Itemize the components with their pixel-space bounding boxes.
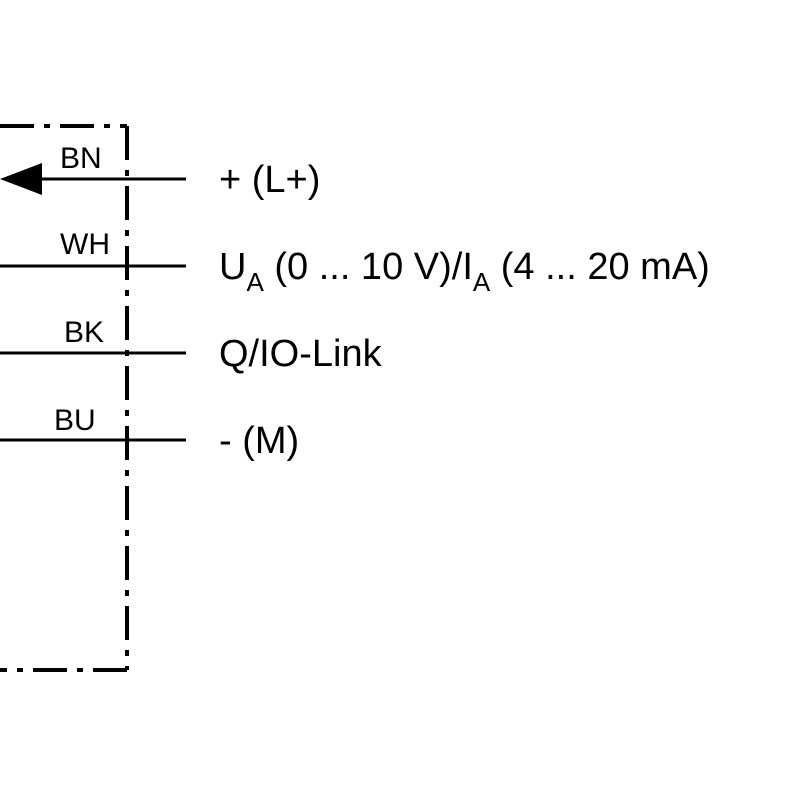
wire-bk: BK Q/IO-Link <box>0 316 383 375</box>
signal-label-analog-output: UA (0 ... 10 V)/IA (4 ... 20 mA) <box>219 246 710 297</box>
wire-wh: WH UA (0 ... 10 V)/IA (4 ... 20 mA) <box>0 228 710 297</box>
signal-part-i-subscript: A <box>473 267 491 297</box>
signal-part-current-range: (4 ... 20 mA) <box>490 246 710 288</box>
signal-label-supply-positive: + (L+) <box>219 159 320 201</box>
wire-code-bk: BK <box>64 316 104 349</box>
wire-code-bu: BU <box>54 404 96 437</box>
left-arrow-icon <box>0 163 42 195</box>
wire-code-wh: WH <box>60 228 110 261</box>
signal-part-u: U <box>219 246 246 288</box>
wire-bn: BN + (L+) <box>0 142 320 201</box>
wire-bu: BU - (M) <box>0 404 299 462</box>
signal-label-supply-negative: - (M) <box>219 420 299 462</box>
signal-label-io-link: Q/IO-Link <box>219 333 383 375</box>
wire-code-bn: BN <box>60 142 102 175</box>
signal-part-voltage-range: (0 ... 10 V)/I <box>264 246 473 288</box>
signal-part-u-subscript: A <box>246 267 264 297</box>
device-housing-boundary <box>0 124 129 672</box>
